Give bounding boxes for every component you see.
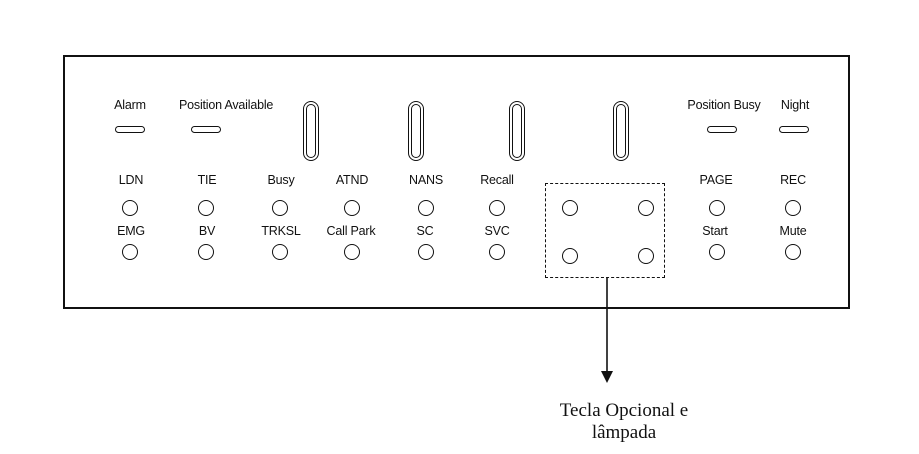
key-label-trksl: TRKSL — [261, 224, 301, 238]
caption-line-2: lâmpada — [591, 422, 657, 443]
key-label-tie: TIE — [197, 173, 217, 187]
position-busy-label: Position Busy — [687, 98, 761, 112]
optional-key-icon[interactable] — [562, 248, 578, 264]
key-label-call-park: Call Park — [326, 224, 376, 238]
attendant-console-panel — [63, 55, 850, 309]
bv-key-icon[interactable] — [198, 244, 214, 260]
slot-icon — [303, 101, 319, 161]
page-key-icon[interactable] — [709, 200, 725, 216]
atnd-key-icon[interactable] — [344, 200, 360, 216]
caption-line-1: Tecla Opcional e — [559, 400, 689, 421]
position-available-lamp-icon — [191, 126, 221, 133]
key-label-rec: REC — [780, 173, 806, 187]
busy-key-icon[interactable] — [272, 200, 288, 216]
key-label-page: PAGE — [699, 173, 733, 187]
sc-key-icon[interactable] — [418, 244, 434, 260]
slot-icon — [408, 101, 424, 161]
slot-icon — [509, 101, 525, 161]
svc-key-icon[interactable] — [489, 244, 505, 260]
optional-keys-box — [545, 183, 665, 278]
start-key-icon[interactable] — [709, 244, 725, 260]
nans-key-icon[interactable] — [418, 200, 434, 216]
call-park-key-icon[interactable] — [344, 244, 360, 260]
night-lamp-icon — [779, 126, 809, 133]
optional-key-icon[interactable] — [638, 200, 654, 216]
key-label-emg: EMG — [117, 224, 145, 238]
key-label-ldn: LDN — [118, 173, 144, 187]
key-label-start: Start — [702, 224, 728, 238]
key-label-recall: Recall — [480, 173, 514, 187]
night-label: Night — [780, 98, 810, 112]
optional-key-icon[interactable] — [638, 248, 654, 264]
tie-key-icon[interactable] — [198, 200, 214, 216]
key-label-busy: Busy — [267, 173, 295, 187]
key-label-mute: Mute — [779, 224, 807, 238]
callout-caption: Tecla Opcional e lâmpada — [524, 400, 724, 444]
mute-key-icon[interactable] — [785, 244, 801, 260]
key-label-sc: SC — [416, 224, 434, 238]
position-busy-lamp-icon — [707, 126, 737, 133]
optional-key-icon[interactable] — [562, 200, 578, 216]
ldn-key-icon[interactable] — [122, 200, 138, 216]
recall-key-icon[interactable] — [489, 200, 505, 216]
position-available-label: Position Available — [179, 98, 274, 112]
key-label-svc: SVC — [484, 224, 510, 238]
alarm-label: Alarm — [114, 98, 146, 112]
rec-key-icon[interactable] — [785, 200, 801, 216]
key-label-bv: BV — [198, 224, 216, 238]
alarm-lamp-icon — [115, 126, 145, 133]
trksl-key-icon[interactable] — [272, 244, 288, 260]
key-label-atnd: ATND — [335, 173, 369, 187]
key-label-nans: NANS — [409, 173, 443, 187]
slot-icon — [613, 101, 629, 161]
emg-key-icon[interactable] — [122, 244, 138, 260]
